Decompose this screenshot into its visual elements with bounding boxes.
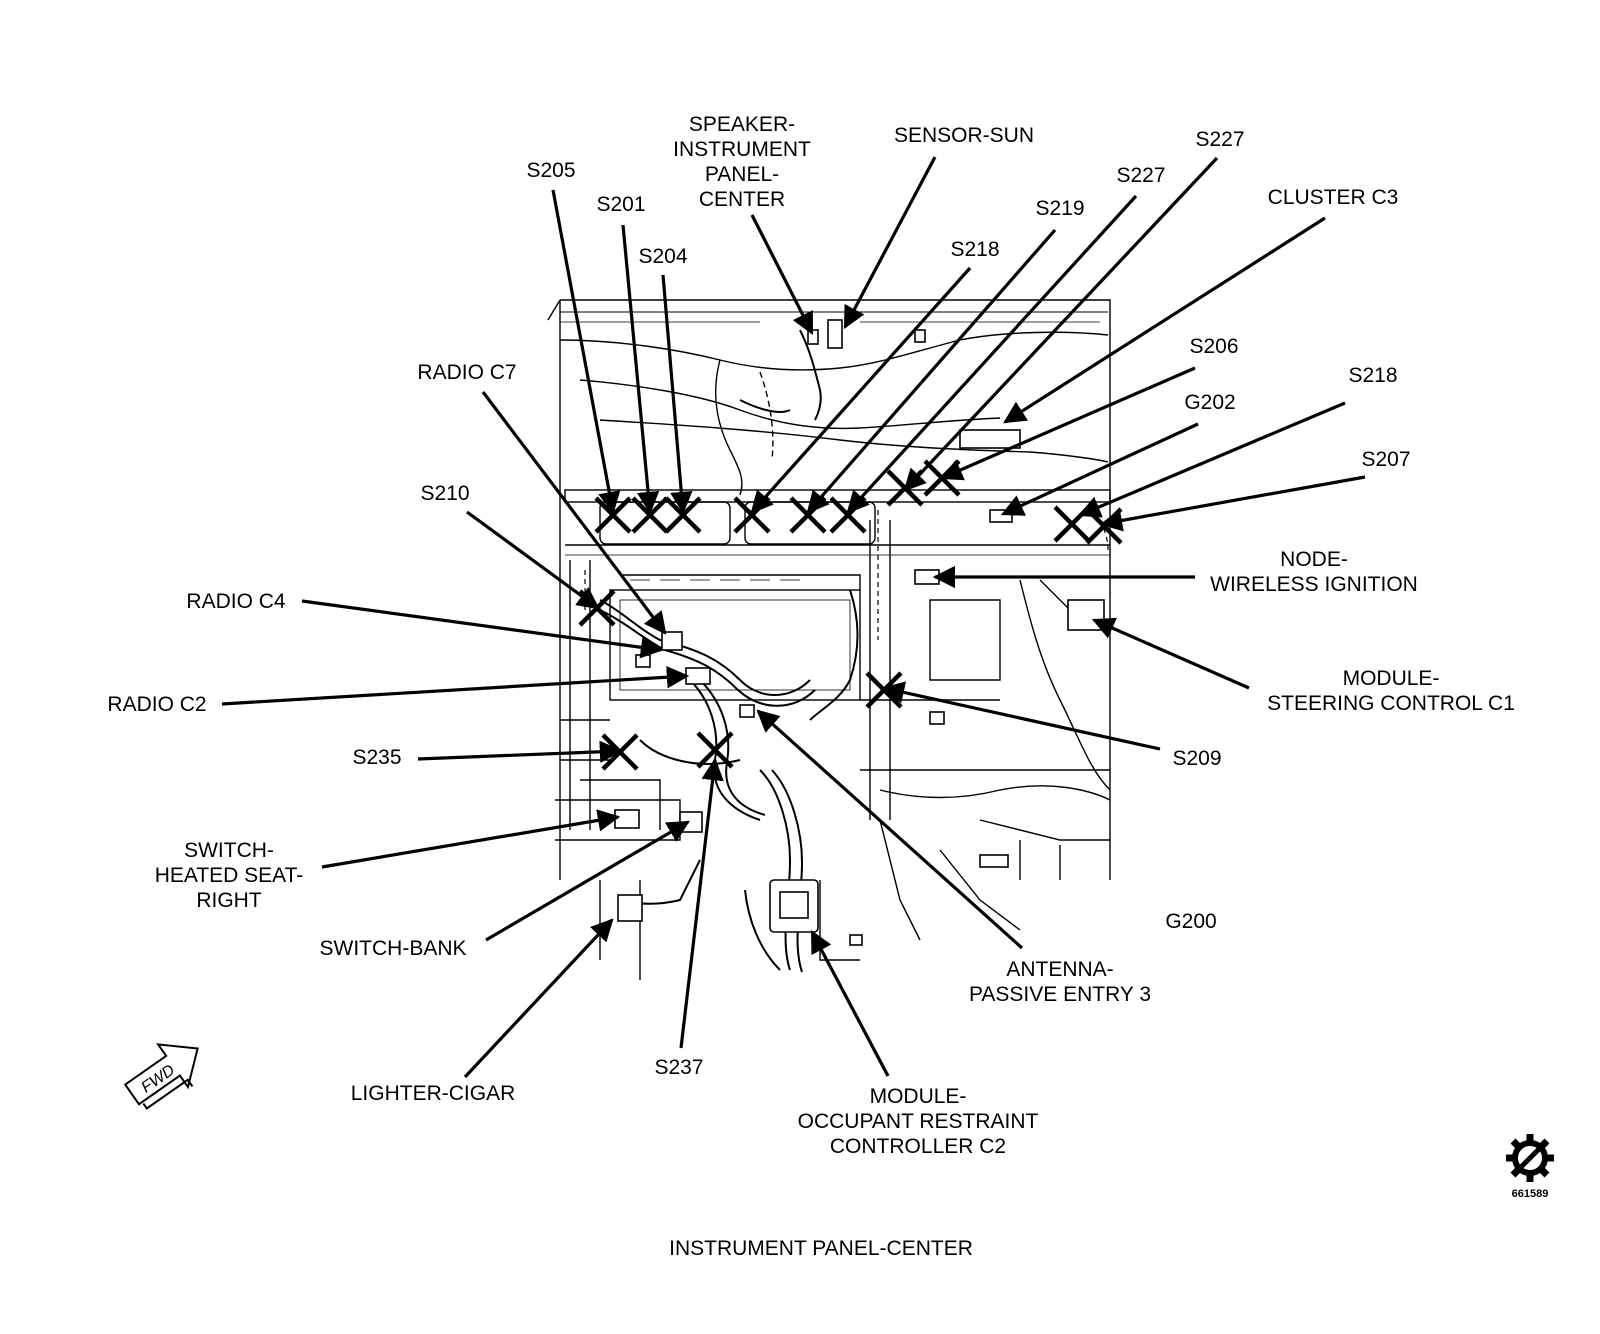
label-s235: S235 — [352, 746, 402, 769]
leader-speaker — [750, 214, 814, 335]
label-radio-c4: RADIO C4 — [186, 590, 286, 613]
panel-structure — [547, 299, 1111, 980]
label-s204: S204 — [638, 245, 688, 268]
label-s227-a: S227 — [1116, 164, 1166, 187]
splice-mark-s218-top — [733, 496, 771, 534]
label-s218-top: S218 — [950, 238, 1000, 261]
splice-mark-s204 — [664, 496, 702, 534]
splice-mark-s206 — [923, 459, 961, 497]
leader-s219 — [806, 228, 1057, 514]
leader-radio-c4 — [301, 599, 664, 659]
splice-mark-s205 — [594, 496, 632, 534]
leader-radio-c7 — [481, 391, 667, 635]
label-s218-right: S218 — [1348, 364, 1398, 387]
label-s205: S205 — [526, 159, 576, 182]
leader-s207 — [1099, 475, 1366, 532]
leader-cluster-c3 — [1003, 216, 1326, 424]
label-s201: S201 — [596, 193, 646, 216]
leader-s218-right — [1077, 401, 1346, 518]
splice-mark-s227-a — [829, 496, 867, 534]
leader-s210 — [466, 510, 600, 610]
label-s206: S206 — [1189, 335, 1239, 358]
figure-id: 661589 — [1511, 1188, 1549, 1200]
wire-harness — [599, 329, 859, 973]
leader-switch-bank — [485, 820, 690, 942]
leader-lighter — [463, 918, 614, 1079]
splice-marks — [578, 459, 1123, 771]
leader-g202 — [1000, 422, 1199, 516]
figure-caption: INSTRUMENT PANEL-CENTER — [669, 1237, 973, 1260]
label-g202: G202 — [1184, 391, 1236, 414]
leader-switch-heated — [321, 809, 621, 869]
splice-mark-s218-right — [1053, 505, 1091, 543]
label-s227-b: S227 — [1195, 128, 1245, 151]
leader-s218-top — [750, 266, 972, 514]
label-radio-c2: RADIO C2 — [107, 693, 207, 716]
splice-mark-s227-b — [886, 469, 924, 507]
label-cluster-c3: CLUSTER C3 — [1267, 186, 1399, 209]
label-sensor-sun: SENSOR-SUN — [893, 124, 1035, 147]
label-g200: G200 — [1165, 910, 1217, 933]
label-s207: S207 — [1361, 448, 1411, 471]
leader-s206 — [939, 366, 1196, 481]
gear-circle-slash-icon — [1506, 1134, 1554, 1182]
leader-s235 — [417, 740, 623, 763]
leader-s205 — [551, 189, 621, 515]
splice-mark-s210 — [578, 589, 616, 627]
label-antenna-passive-entry-3: ANTENNA-PASSIVE ENTRY 3 — [968, 958, 1152, 1006]
label-radio-c7: RADIO C7 — [417, 361, 517, 384]
splice-mark-s201 — [631, 496, 669, 534]
label-s209: S209 — [1172, 747, 1222, 770]
leader-module-orc — [810, 930, 890, 1077]
label-node-wireless-ignition: NODE-WIRELESS IGNITION — [1210, 548, 1418, 596]
label-lighter-cigar: LIGHTER-CIGAR — [350, 1082, 516, 1105]
leader-s227-a — [846, 194, 1138, 514]
label-s237: S237 — [654, 1056, 704, 1079]
leader-s209 — [881, 681, 1161, 751]
splice-mark-s209 — [865, 671, 903, 709]
leader-s204 — [661, 274, 693, 515]
splice-mark-s237 — [696, 731, 734, 769]
leader-s237 — [679, 757, 724, 1049]
label-s219: S219 — [1035, 197, 1085, 220]
leader-module-steering — [1091, 617, 1250, 690]
forward-arrow-icon: FWD — [123, 1043, 199, 1110]
leader-antenna — [756, 709, 1024, 950]
leader-s201 — [621, 224, 660, 515]
splice-mark-s207 — [1085, 507, 1123, 545]
label-module-steering-control-c1: MODULE-STEERING CONTROL C1 — [1267, 667, 1515, 715]
instrument-panel-drawing: FWD — [123, 156, 1554, 1182]
leader-lines — [221, 156, 1366, 1079]
label-switch-heated-seat-right: SWITCH-HEATED SEAT-RIGHT — [154, 839, 304, 912]
leader-radio-c2 — [221, 666, 690, 706]
leader-sensor-sun — [843, 156, 937, 329]
leader-s227-b — [903, 156, 1219, 492]
splice-mark-s219 — [789, 496, 827, 534]
label-switch-bank: SWITCH-BANK — [319, 937, 467, 960]
splice-mark-s235 — [601, 733, 639, 771]
label-s210: S210 — [420, 482, 470, 505]
